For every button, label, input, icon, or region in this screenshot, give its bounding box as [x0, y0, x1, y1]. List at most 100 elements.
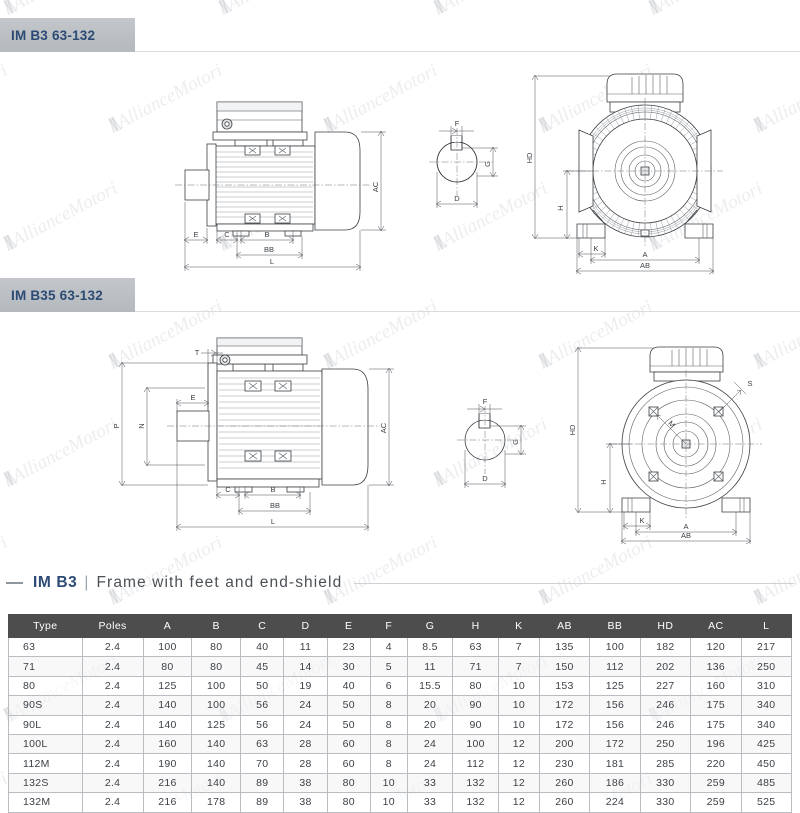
table-cell: 10 [497, 695, 540, 716]
table-cell: 28 [283, 733, 328, 755]
watermark-logo-icon: /\/\ [750, 115, 766, 138]
table-column-header: B [191, 614, 242, 638]
table-cell: 250 [740, 656, 792, 677]
table-cell-type: 132M [8, 792, 83, 813]
drawing-b35-front-view: M S HD H K A AB [562, 342, 794, 545]
table-cell: 330 [639, 772, 692, 794]
svg-text:T: T [195, 348, 200, 357]
table-cell: 60 [326, 733, 371, 755]
svg-text:E: E [193, 230, 198, 239]
table-column-header: Type [8, 614, 83, 638]
drawing-b35-shaft-section: F G D [443, 388, 548, 503]
table-cell: 135 [538, 636, 591, 658]
section-tab-b35: IM B35 63-132 [0, 278, 135, 312]
watermark: /\/\AllianceMotori [215, 0, 336, 20]
table-column-header: K [497, 614, 540, 638]
table-cell: 260 [538, 772, 591, 794]
watermark: /\/\AllianceMotori [645, 0, 766, 20]
table-cell: 125 [191, 714, 242, 735]
table-cell-type: 100L [8, 733, 83, 755]
table-cell: 186 [589, 772, 641, 794]
table-cell: 20 [406, 695, 454, 716]
table-cell: 160 [142, 733, 193, 755]
watermark-logo-icon: /\/\ [215, 0, 231, 20]
table-cell: 7 [497, 656, 540, 677]
svg-text:K: K [593, 244, 598, 253]
table-cell: 8 [369, 714, 408, 735]
svg-text:D: D [454, 194, 460, 203]
table-cell: 150 [538, 656, 591, 677]
table-column-header: D [283, 614, 328, 638]
table-cell: 7 [497, 636, 540, 658]
table-cell: 71 [452, 656, 499, 677]
table-column-header: G [406, 614, 454, 638]
svg-text:L: L [270, 257, 274, 266]
table-cell: 100 [191, 675, 242, 697]
table-cell: 12 [497, 753, 540, 774]
watermark-logo-icon: /\/\ [105, 115, 121, 138]
table-cell: 2.4 [81, 733, 144, 755]
section-tab-b3: IM B3 63-132 [0, 18, 135, 52]
watermark-text: AllianceMotori [758, 59, 800, 133]
table-cell: 120 [690, 636, 742, 658]
table-column-header: F [369, 614, 408, 638]
table-cell-type: 90L [8, 714, 83, 735]
table-cell: 11 [283, 636, 328, 658]
table-cell: 230 [538, 753, 591, 774]
table-cell: 24 [406, 733, 454, 755]
svg-text:A: A [683, 522, 688, 531]
watermark-text: AllianceMotori [543, 531, 656, 605]
table-cell: 33 [406, 792, 454, 813]
section-rule [135, 51, 800, 52]
svg-text:G: G [483, 161, 492, 167]
table-cell: 340 [740, 695, 792, 716]
table-cell: 24 [283, 695, 328, 716]
watermark-text: AllianceMotori [0, 531, 11, 605]
table-cell: 2.4 [81, 695, 144, 716]
svg-text:B: B [264, 230, 269, 239]
table-cell: 38 [283, 792, 328, 813]
table-cell-type: 71 [8, 656, 83, 677]
table-cell: 172 [538, 695, 591, 716]
svg-text:H: H [599, 479, 608, 484]
watermark-logo-icon: /\/\ [535, 351, 551, 374]
table-cell: 172 [538, 714, 591, 735]
table-cell: 15.5 [406, 675, 454, 697]
title-rule [354, 582, 794, 584]
table-cell: 23 [326, 636, 371, 658]
table-cell: 80 [452, 675, 499, 697]
svg-text:H: H [556, 205, 565, 210]
table-cell: 8.5 [406, 636, 454, 658]
table-cell: 2.4 [81, 753, 144, 774]
table-cell: 11 [406, 656, 454, 677]
table-cell: 100 [452, 733, 499, 755]
table-cell: 90 [452, 695, 499, 716]
table-cell: 38 [283, 772, 328, 794]
table-column-header: AB [538, 614, 591, 638]
table-cell: 259 [690, 792, 742, 813]
svg-text:AC: AC [371, 181, 380, 192]
table-cell: 525 [740, 792, 792, 813]
table-cell: 190 [142, 753, 193, 774]
table-cell-type: 80 [8, 675, 83, 697]
table-cell: 285 [639, 753, 692, 774]
table-cell: 182 [639, 636, 692, 658]
svg-text:A: A [642, 250, 647, 259]
table-cell: 10 [369, 792, 408, 813]
svg-text:B: B [270, 485, 275, 494]
table-cell: 140 [191, 733, 242, 755]
table-cell: 181 [589, 753, 641, 774]
table-cell: 2.4 [81, 675, 144, 697]
table-cell: 80 [191, 636, 242, 658]
table-cell: 40 [240, 636, 285, 658]
svg-text:S: S [747, 379, 752, 388]
table-cell: 156 [589, 695, 641, 716]
svg-text:BB: BB [264, 245, 274, 254]
table-title-separator: | [84, 574, 90, 591]
table-cell: 200 [538, 733, 591, 755]
